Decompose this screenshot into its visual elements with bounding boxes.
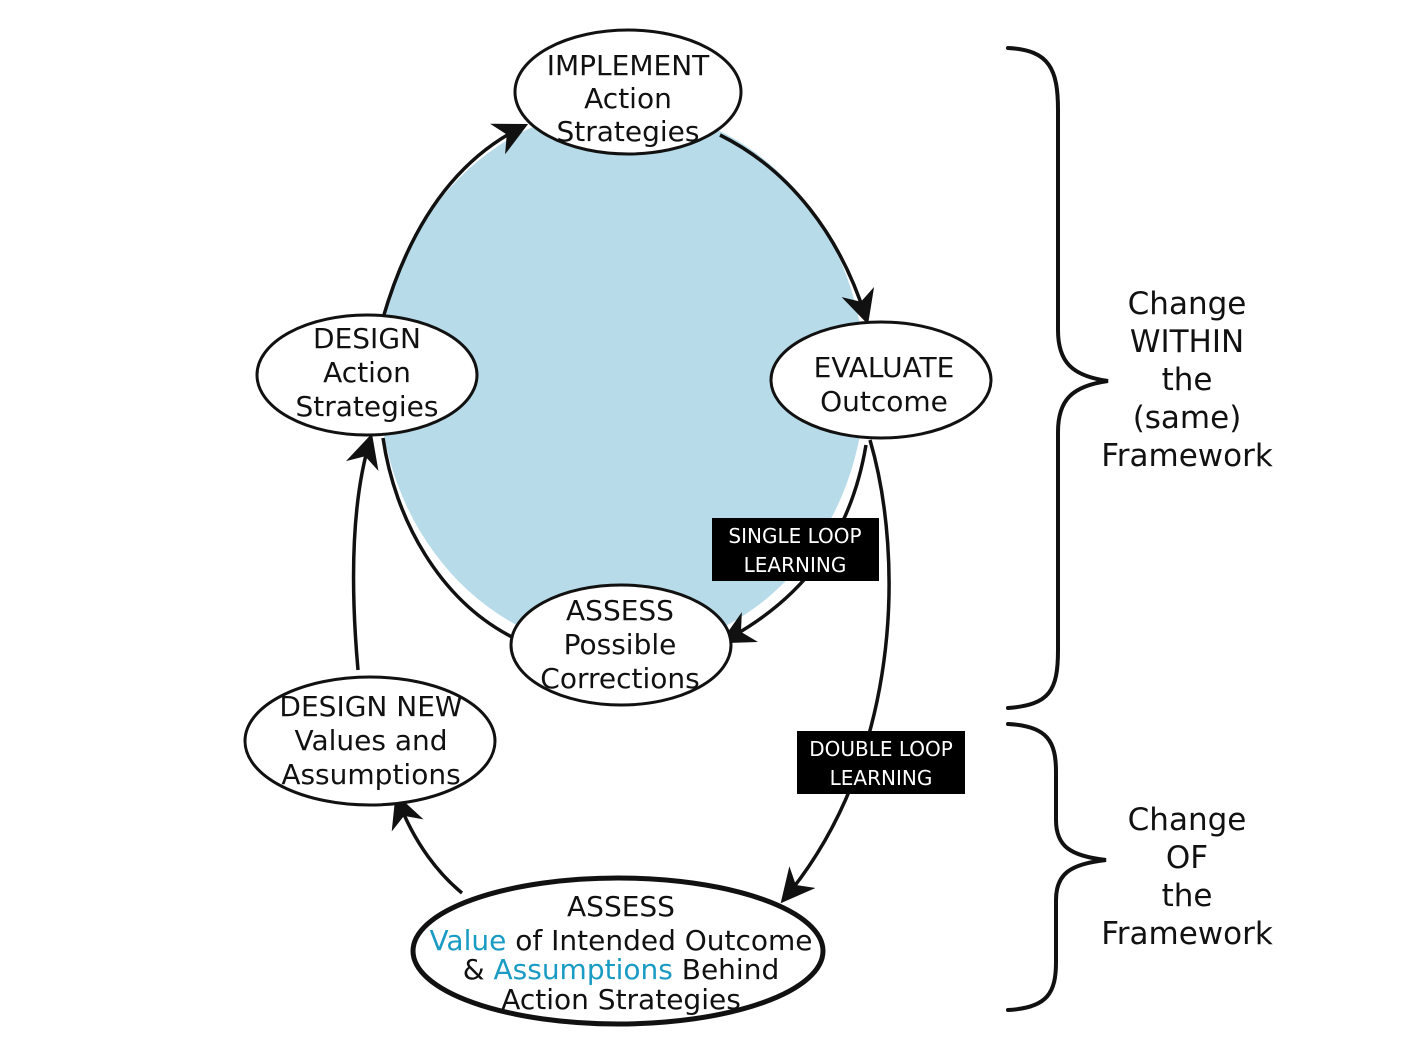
assess-corrections-line-1: ASSESS (566, 594, 674, 627)
single-loop-tag (712, 518, 879, 581)
assess-values-line-2-rest: of Intended Outcome (506, 924, 812, 957)
brace-of (1006, 722, 1107, 1012)
implement-line-2: Action (584, 82, 672, 115)
design-line-1: DESIGN (313, 322, 421, 355)
arrow-assess-corrections-to-design (381, 437, 513, 639)
arrow-implement-to-evaluate (719, 133, 875, 325)
node-design-new (243, 675, 497, 807)
assess-values-accent-value: Value (429, 924, 506, 957)
design-new-line-1: DESIGN NEW (279, 690, 462, 723)
assess-values-title: ASSESS (567, 890, 675, 923)
assess-values-line-3-prefix: & (463, 953, 494, 986)
of-label-line-3: the (1162, 878, 1213, 914)
double-loop-tag (797, 731, 965, 794)
design-line-2: Action (323, 356, 411, 389)
arrow-assess-values-to-design-new (391, 793, 464, 895)
assess-values-line-4: Action Strategies (501, 983, 741, 1016)
node-implement (513, 28, 743, 156)
single-loop-tag-line-1: SINGLE LOOP (728, 524, 861, 548)
node-assess-corrections (509, 583, 733, 707)
node-evaluate (769, 320, 993, 440)
assess-values-accent-assumptions: Assumptions (493, 953, 672, 986)
assess-values-line-2: Value of Intended Outcome (429, 924, 812, 957)
assess-corrections-line-3: Corrections (540, 662, 699, 695)
evaluate-line-1: EVALUATE (814, 351, 955, 384)
of-label-line-2: OF (1166, 840, 1208, 876)
double-loop-tag-line-2: LEARNING (830, 766, 933, 790)
assess-values-line-3-rest: Behind (673, 953, 779, 986)
within-label-line-4: (same) (1133, 400, 1242, 436)
brace-within (1006, 46, 1109, 710)
design-new-line-3: Assumptions (281, 758, 460, 791)
design-line-3: Strategies (296, 390, 439, 423)
node-assess-values (410, 875, 826, 1027)
design-new-line-2: Values and (294, 724, 447, 757)
of-label-line-4: Framework (1101, 916, 1273, 952)
evaluate-line-2: Outcome (820, 385, 948, 418)
arrow-evaluate-to-assess-values (780, 439, 891, 904)
node-design (255, 313, 479, 437)
single-loop-tag-line-2: LEARNING (744, 553, 847, 577)
implement-line-3: Strategies (557, 115, 700, 148)
implement-line-1: IMPLEMENT (547, 49, 710, 82)
arrow-design-new-to-design (345, 433, 379, 671)
single-loop-area (379, 108, 865, 652)
assess-corrections-line-2: Possible (564, 628, 677, 661)
arrow-design-to-implement (381, 123, 529, 319)
assess-values-line-3: & Assumptions Behind (463, 953, 779, 986)
within-label-line-3: the (1162, 362, 1213, 398)
within-label-line-5: Framework (1101, 438, 1273, 474)
within-label-line-2: WITHIN (1130, 324, 1244, 360)
of-label-line-1: Change (1128, 802, 1247, 838)
double-loop-tag-line-1: DOUBLE LOOP (809, 737, 953, 761)
within-label-line-1: Change (1128, 286, 1247, 322)
